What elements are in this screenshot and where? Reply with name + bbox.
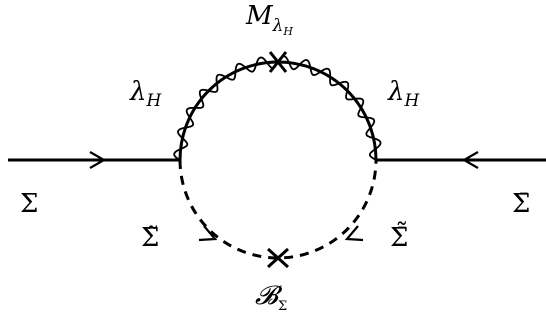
mass-insertion-top (268, 51, 288, 73)
label-gaugino-mass-subsub: H (282, 25, 293, 38)
label-scalar-left: Σ̃ (141, 223, 159, 253)
label-lambda-left: λH (129, 77, 162, 111)
label-gaugino-mass-sub: λ (272, 16, 284, 36)
arrow-right (461, 151, 479, 169)
arrow-lower-right (344, 225, 364, 242)
label-lambda-right: λH (387, 77, 420, 111)
arrow-left (89, 151, 107, 169)
label-bterm-sub: Σ (278, 299, 287, 314)
label-lambda-left-main: λ (129, 77, 146, 107)
label-gaugino-mass: MλH (245, 1, 293, 38)
label-lambda-right-sub: H (403, 91, 420, 111)
label-gaugino-mass-main: M (245, 1, 274, 31)
label-sigma-out: Σ̄ (512, 189, 530, 219)
label-lambda-right-main: λ (387, 77, 404, 107)
label-lambda-left-sub: H (145, 91, 162, 111)
scalar-arc-dashed (178, 159, 378, 260)
gaugino-arc-solid (178, 60, 378, 161)
label-sigma-in: Σ (20, 189, 38, 219)
gaugino-arc-wavy (173, 55, 382, 161)
mass-insertion-bottom (266, 247, 290, 269)
label-scalar-right: Σ̄̃ (390, 221, 408, 253)
label-bterm: 𝓑Σ (255, 281, 287, 314)
arrow-lower-left (198, 225, 218, 242)
